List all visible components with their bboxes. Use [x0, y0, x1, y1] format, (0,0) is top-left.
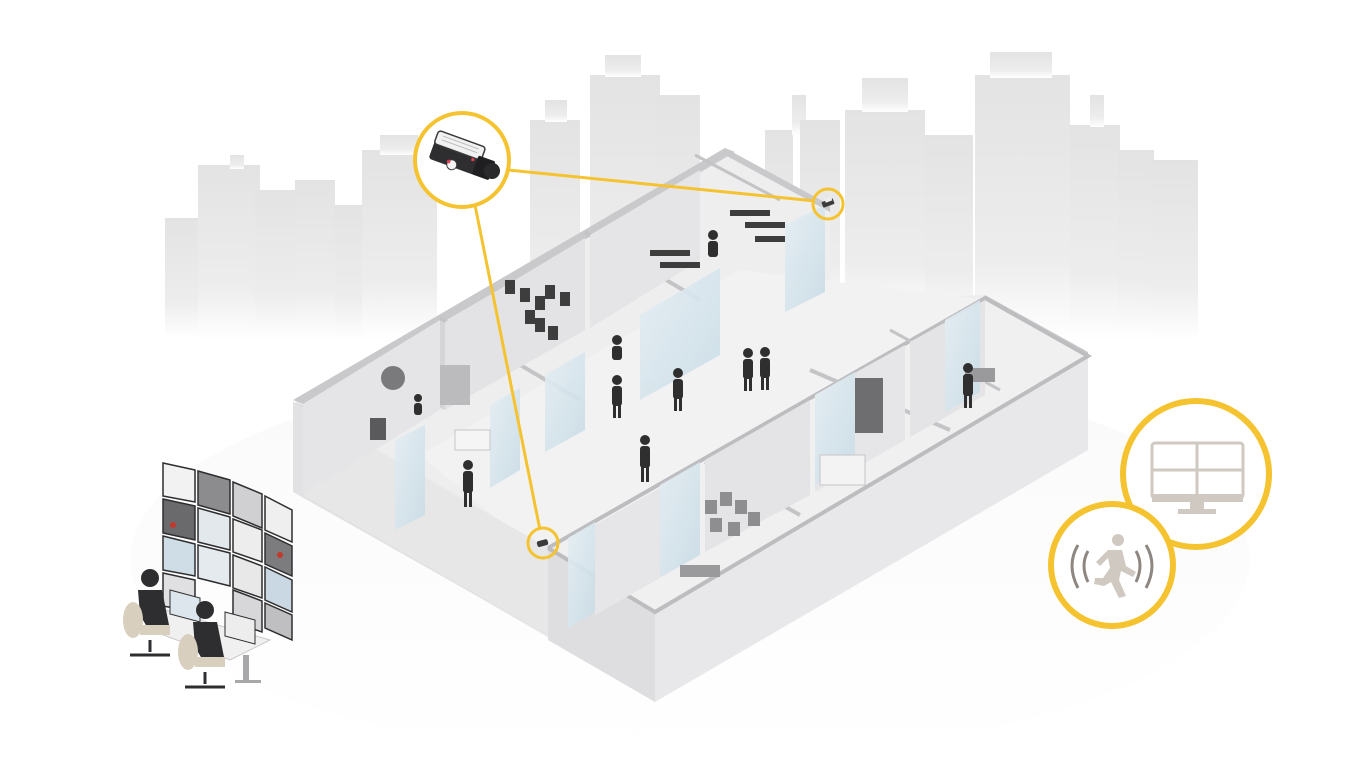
camera-rear-right[interactable]	[811, 187, 845, 221]
monitor-callout[interactable]	[1120, 398, 1272, 550]
dome-camera-icon	[536, 539, 549, 548]
operator-figure	[123, 569, 170, 657]
parking-car-icon	[277, 552, 283, 558]
operator-figure	[178, 601, 225, 689]
camera-link-lines	[472, 168, 816, 531]
monitor-quad-view-icon	[1150, 441, 1245, 514]
camera-callout[interactable]	[413, 111, 511, 209]
motion-detection-icon	[1070, 534, 1154, 598]
glass-doors	[395, 205, 980, 628]
control-room	[123, 462, 293, 689]
camera-front-corridor[interactable]	[526, 526, 560, 560]
store-fixtures	[370, 210, 995, 577]
dome-camera-icon	[821, 196, 835, 208]
box-camera-icon	[429, 130, 501, 180]
parking-car-icon	[170, 522, 176, 528]
people-silhouettes	[414, 230, 973, 507]
motion-callout[interactable]	[1048, 501, 1176, 629]
